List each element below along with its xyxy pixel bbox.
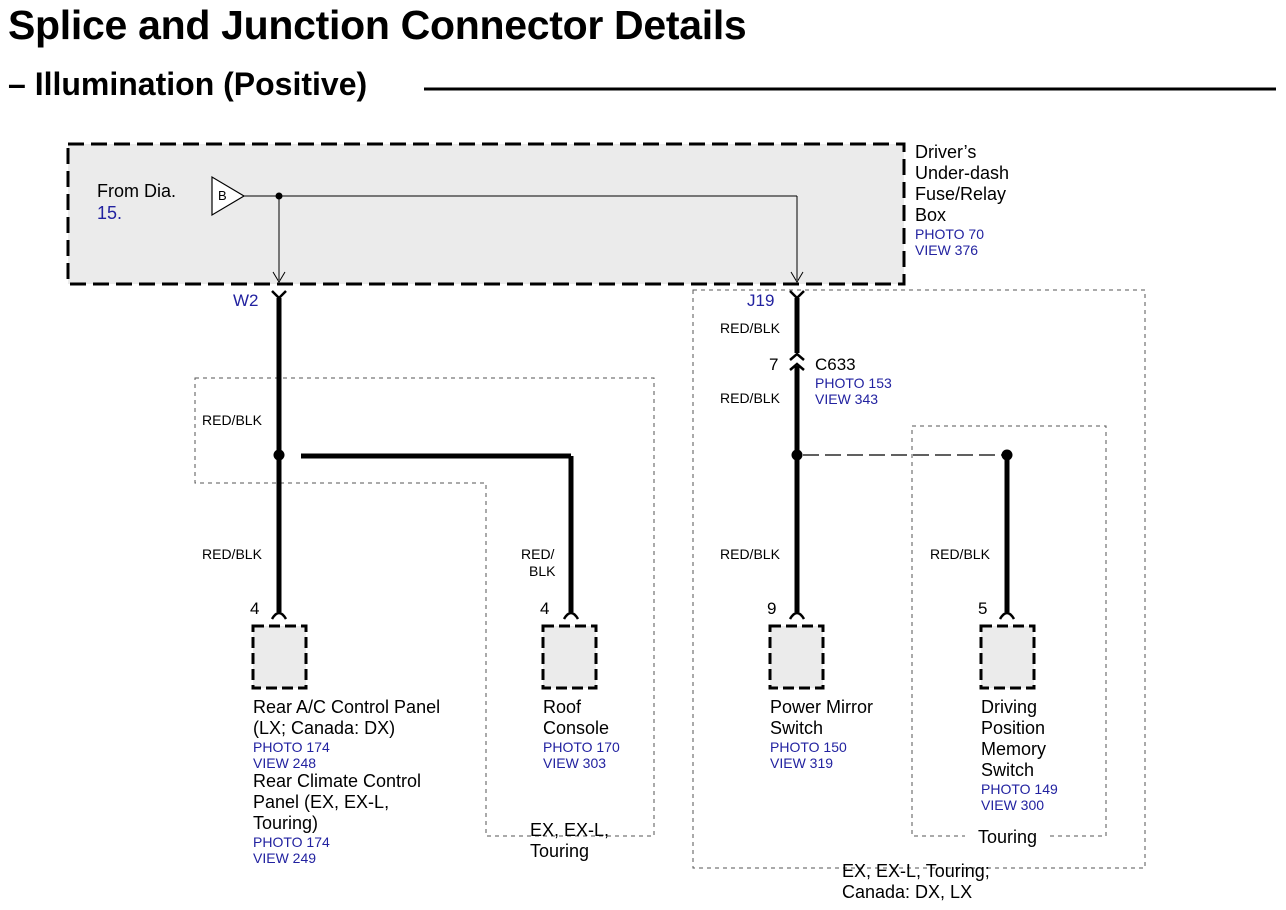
right-option-boundary <box>692 289 1146 869</box>
component-name-line: Panel (EX, EX-L, <box>253 792 390 812</box>
option-line: EX, EX-L, <box>530 820 610 840</box>
w2-feed-arrow <box>272 271 286 283</box>
c633-lower-symbol <box>789 362 805 371</box>
rear-climate-photo-ref[interactable]: PHOTO 174 <box>253 834 330 850</box>
wire-color-label: RED/BLK <box>202 546 262 562</box>
memory-option-label: Touring <box>965 827 1051 848</box>
power-mirror-pin-symbol <box>788 611 806 620</box>
wire-color-label: RED/BLK <box>930 546 990 562</box>
option-line: Canada: DX, LX <box>842 882 973 902</box>
w2-splice-dot <box>273 449 285 461</box>
power-mirror-view-ref[interactable]: VIEW 319 <box>770 755 834 771</box>
component-name-line: Position <box>981 718 1046 738</box>
rear-ac-component-box <box>251 624 308 690</box>
memory-pin-number: 5 <box>978 599 988 618</box>
c633-pin-number: 7 <box>769 355 779 374</box>
roof-console-pin-symbol <box>562 611 580 620</box>
wire-color-label: RED/BLK <box>720 546 780 562</box>
component-name-line: Power Mirror <box>770 697 874 717</box>
j19-connector-symbol <box>789 290 805 300</box>
from-diagram-ref[interactable]: 15. <box>97 203 123 223</box>
page-subtitle: – Illumination (Positive) <box>8 66 368 102</box>
roof-console-pin-number: 4 <box>540 599 550 618</box>
roof-console-option-label: EX, EX-L, Touring <box>530 820 609 862</box>
wire-color-label: RED/BLK <box>202 412 262 428</box>
right-option-label: EX, EX-L, Touring; Canada: DX, LX <box>842 861 990 903</box>
c633-view-ref[interactable]: VIEW 343 <box>815 391 879 407</box>
c633-upper-symbol <box>789 352 805 361</box>
memory-option-boundary <box>911 425 1107 837</box>
component-name-line: Memory <box>981 739 1047 759</box>
driving-memory-photo-ref[interactable]: PHOTO 149 <box>981 781 1058 797</box>
fuse-box-view-ref[interactable]: VIEW 376 <box>915 242 979 258</box>
from-diagram-label: From Dia. <box>97 181 177 201</box>
j19-feed-arrow <box>790 271 804 283</box>
fuse-box-name-line: Fuse/Relay <box>915 184 1007 204</box>
power-mirror-component-box <box>768 624 825 690</box>
power-mirror-photo-ref[interactable]: PHOTO 150 <box>770 739 847 755</box>
roof-console-photo-ref[interactable]: PHOTO 170 <box>543 739 620 755</box>
fuse-box-photo-ref[interactable]: PHOTO 70 <box>915 226 984 242</box>
roof-console-option-boundary <box>194 377 655 837</box>
option-line: EX, EX-L, Touring; <box>842 861 990 881</box>
power-mirror-pin-number: 9 <box>767 599 777 618</box>
w2-connector-label: W2 <box>233 291 259 310</box>
page-title: Splice and Junction Connector Details <box>8 2 747 48</box>
wire-color-label: RED/BLK <box>720 320 780 336</box>
component-name-line: Rear A/C Control Panel <box>253 697 441 717</box>
fuse-box-name-line: Box <box>915 205 947 225</box>
component-name-line: Switch <box>770 718 824 738</box>
w2-circuit <box>270 290 580 620</box>
rear-climate-view-ref[interactable]: VIEW 249 <box>253 850 317 866</box>
rear-ac-view-ref[interactable]: VIEW 248 <box>253 755 317 771</box>
j19-splice-dot <box>791 449 803 461</box>
j19-circuit <box>788 290 1016 620</box>
component-name-line: (LX; Canada: DX) <box>253 718 396 738</box>
driving-memory-view-ref[interactable]: VIEW 300 <box>981 797 1045 813</box>
memory-component-box <box>979 624 1036 690</box>
driving-memory-label: Driving Position Memory Switch PHOTO 149… <box>981 697 1058 813</box>
option-line: Touring <box>530 841 590 861</box>
fuse-box-circuit <box>211 175 804 283</box>
component-name-line: Console <box>543 718 610 738</box>
wire-color-label: RED/BLK <box>720 390 780 406</box>
component-name-line: Driving <box>981 697 1038 717</box>
roof-console-component-box <box>541 624 598 690</box>
rear-ac-photo-ref[interactable]: PHOTO 174 <box>253 739 330 755</box>
memory-pin-symbol <box>998 611 1016 620</box>
terminal-b-label: B <box>218 188 227 203</box>
wire-color-label: RED/ <box>521 546 555 562</box>
rear-ac-label: Rear A/C Control Panel (LX; Canada: DX) … <box>253 697 440 866</box>
roof-console-view-ref[interactable]: VIEW 303 <box>543 755 607 771</box>
fuse-box-name-line: Under-dash <box>915 163 1010 183</box>
wire-color-label: BLK <box>529 563 556 579</box>
component-name-line: Switch <box>981 760 1035 780</box>
power-mirror-label: Power Mirror Switch PHOTO 150 VIEW 319 <box>770 697 873 771</box>
c633-connector-label: C633 <box>815 355 856 374</box>
w2-connector-symbol <box>271 290 287 300</box>
rear-ac-pin-symbol <box>270 611 288 620</box>
component-name-line: Roof <box>543 697 582 717</box>
fuse-box-name-line: Driver’s <box>915 142 977 162</box>
fuse-relay-box <box>66 142 906 286</box>
rear-ac-pin-number: 4 <box>250 599 260 618</box>
j19-connector-label: J19 <box>747 291 775 310</box>
c633-photo-ref[interactable]: PHOTO 153 <box>815 375 892 391</box>
component-name-line: Rear Climate Control <box>253 771 422 791</box>
roof-console-label: Roof Console PHOTO 170 VIEW 303 <box>543 697 620 771</box>
component-name-line: Touring) <box>253 813 319 833</box>
fuse-box-label: Driver’s Under-dash Fuse/Relay Box PHOTO… <box>915 142 1009 258</box>
terminal-triangle <box>211 175 246 217</box>
